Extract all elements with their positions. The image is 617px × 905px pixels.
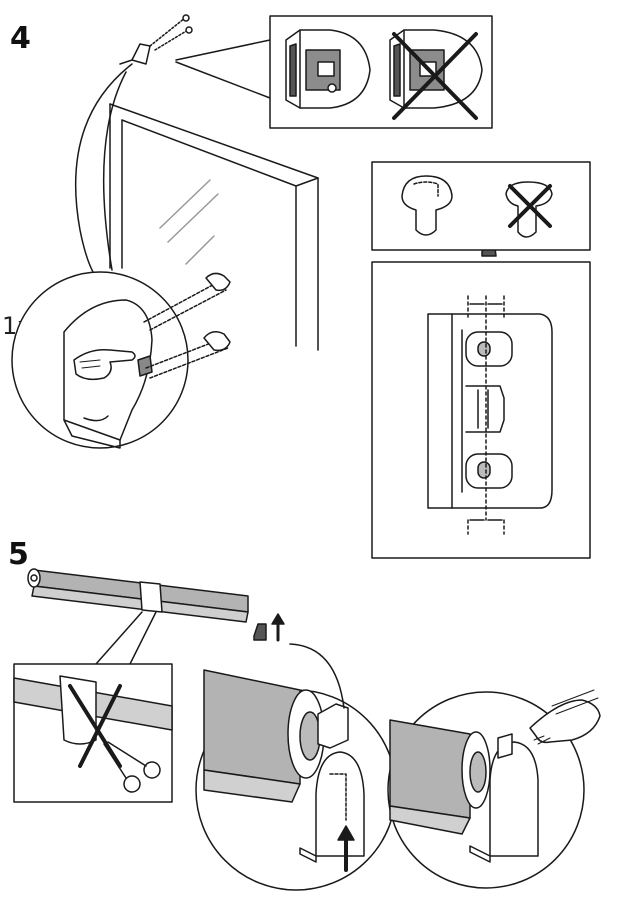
window-frame bbox=[109, 103, 319, 351]
cross-mark-icon bbox=[392, 32, 478, 120]
step-5-number: 5 bbox=[8, 537, 29, 572]
glass-reflection-lines bbox=[159, 179, 219, 265]
screw-head-box bbox=[371, 161, 591, 251]
bracket-detail-circle bbox=[11, 63, 231, 449]
step-4-number: 4 bbox=[10, 21, 31, 56]
hand-pointer-icon bbox=[73, 348, 136, 381]
roller-mounted-circle bbox=[387, 689, 601, 889]
screw-head-correct bbox=[401, 175, 453, 236]
screws bbox=[143, 272, 231, 379]
roller-end-detail-circle bbox=[195, 643, 397, 891]
scissors-icon bbox=[103, 741, 161, 793]
bracket-orientation-box bbox=[269, 15, 493, 129]
info-dimension-box bbox=[371, 261, 591, 559]
tape-warning-box bbox=[13, 663, 173, 803]
callout-lines-tape bbox=[95, 611, 157, 665]
bracket-correct bbox=[285, 29, 371, 109]
arrow-up-icon bbox=[271, 613, 285, 625]
callout-lines-top bbox=[175, 39, 271, 99]
bracket-wrong bbox=[389, 29, 483, 120]
bracket-arrow-small bbox=[253, 613, 285, 642]
cross-mark-icon bbox=[508, 184, 552, 228]
roller-blind bbox=[27, 568, 249, 623]
hand-pointer-icon bbox=[529, 699, 601, 744]
screw-head-wrong bbox=[505, 181, 553, 238]
arrow-up-icon bbox=[337, 825, 355, 841]
cross-mark-icon bbox=[68, 684, 122, 768]
bracket-with-screws-small bbox=[119, 14, 193, 65]
